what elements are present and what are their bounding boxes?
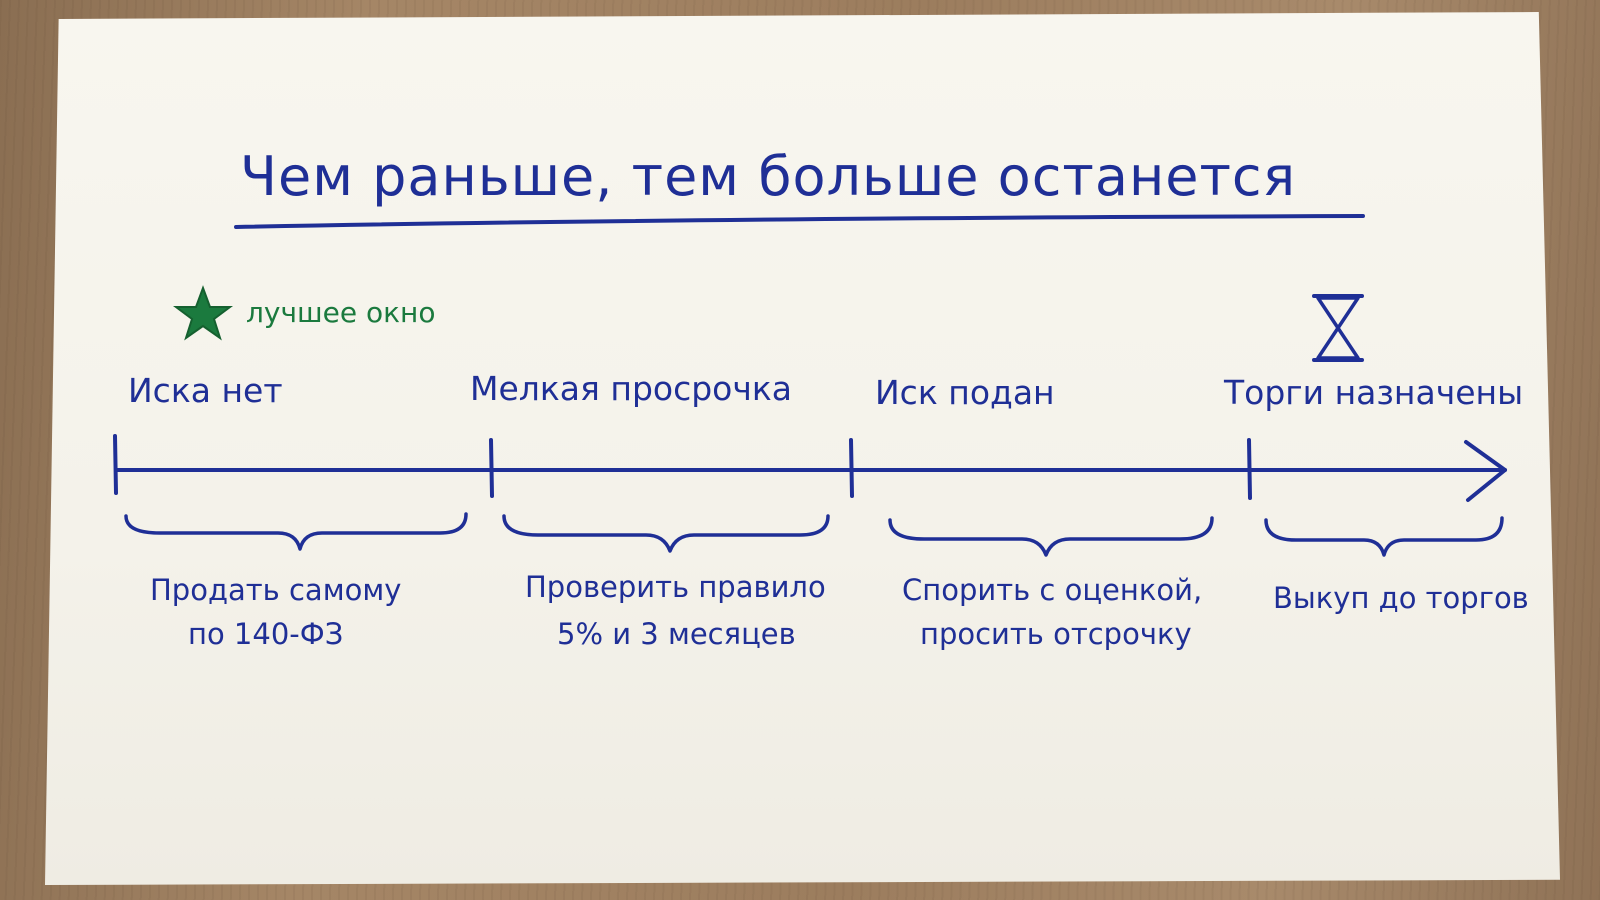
action-stage-2-line-1: Проверить правило [525,570,826,604]
star-icon [173,285,233,341]
timeline-tick [1247,438,1252,500]
stage-label-claim-filed: Иск подан [875,373,1055,412]
best-window-label: лучшее окно [246,296,435,329]
timeline-axis [113,434,1507,502]
brace-stage-1 [124,512,468,551]
action-stage-3-line-1: Спорить с оценкой, [902,573,1202,607]
stage-label-no-claim: Иска нет [128,371,283,410]
diagram-title: Чем раньше, тем больше останется [240,145,1296,208]
timeline-tick [849,438,854,498]
stage-label-auction-scheduled: Торги назначены [1223,373,1523,412]
action-stage-3-line-2: просить отсрочку [920,617,1192,651]
action-stage-2-line-2: 5% и 3 месяцев [557,617,796,651]
action-stage-4-line-1: Выкуп до торгов [1273,581,1529,615]
paper-sheet [45,12,1560,885]
title-underline [234,214,1365,229]
brace-stage-3 [888,516,1214,557]
brace-stage-4 [1264,516,1504,557]
hourglass-icon [1312,294,1364,362]
timeline-tick [489,438,494,498]
stage-label-minor-delay: Мелкая просрочка [470,369,792,408]
timeline-tick [113,434,118,495]
action-stage-1-line-1: Продать самому [150,573,401,607]
action-stage-1-line-2: по 140-ФЗ [188,617,343,651]
brace-stage-2 [502,514,830,553]
